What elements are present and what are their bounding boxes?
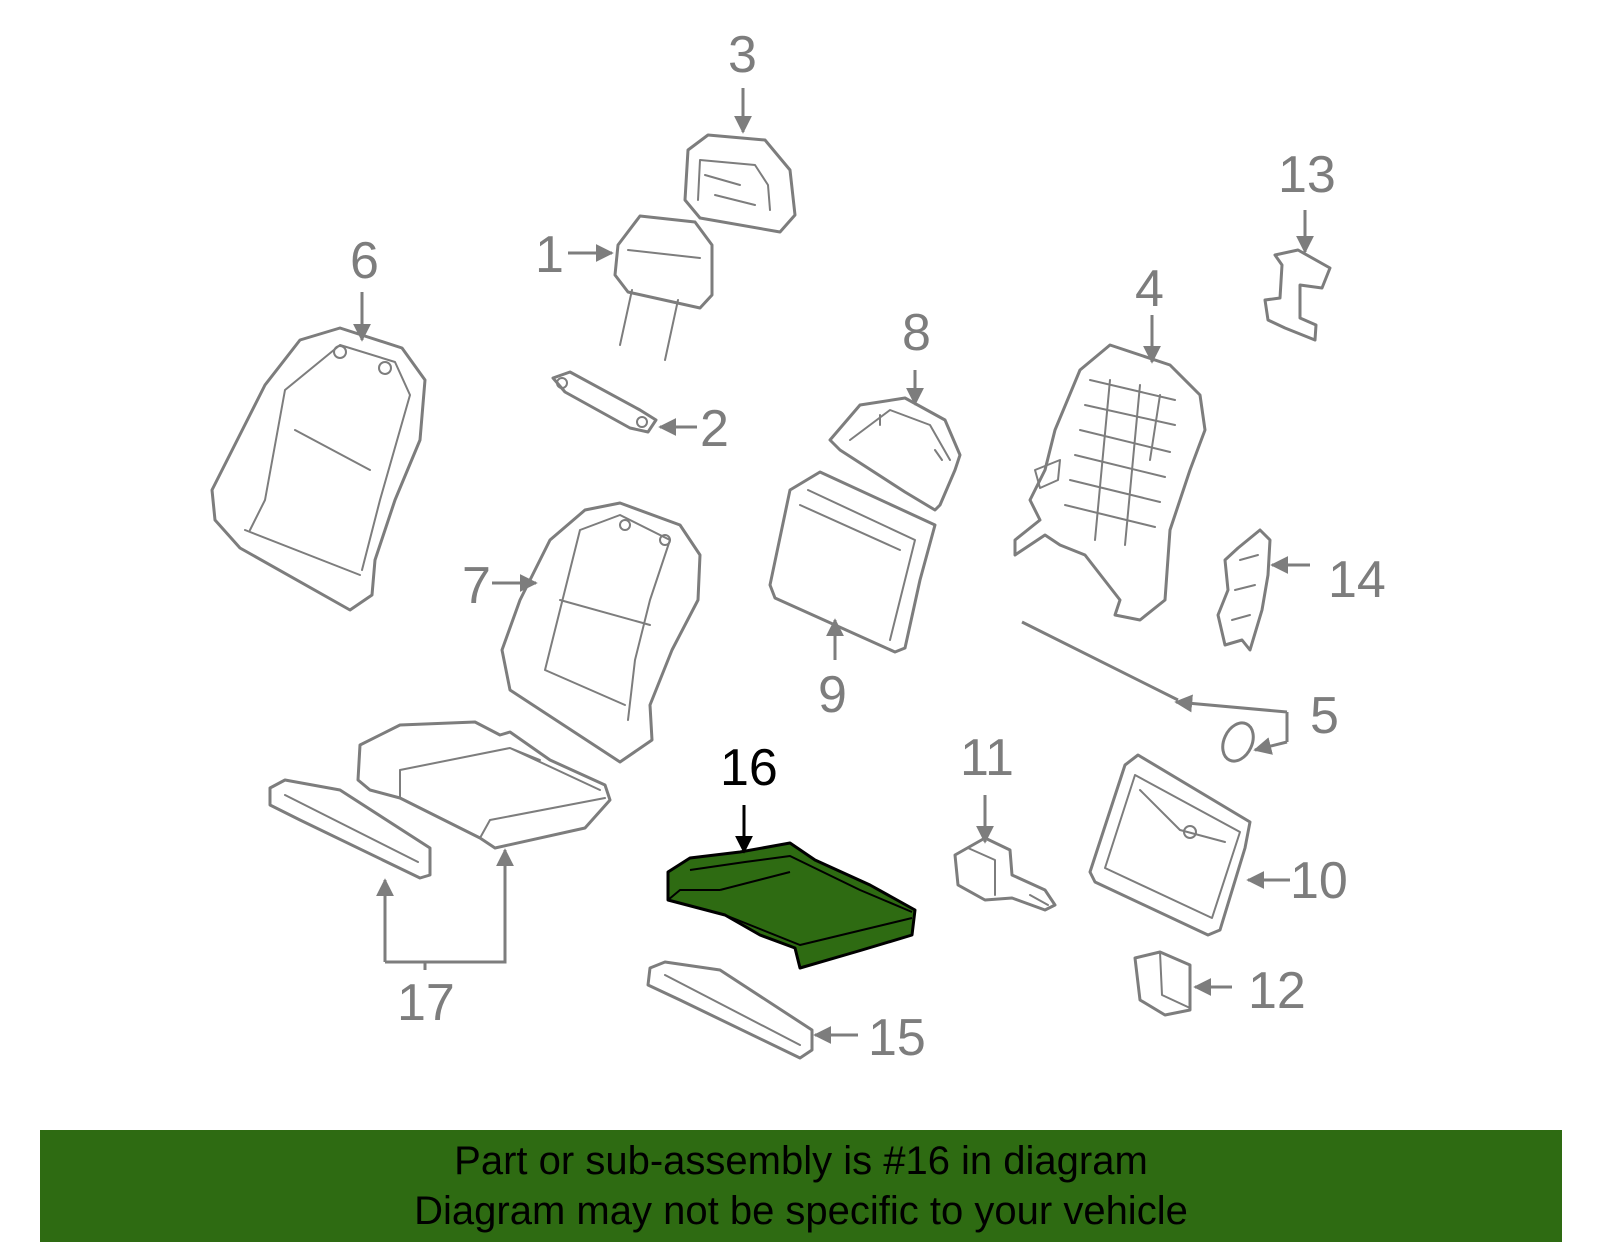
callout-label-7: 7 [462, 557, 491, 615]
callout-label-8: 8 [902, 304, 931, 362]
parts-diagram: 1 2 3 4 5 6 7 8 9 10 11 12 13 14 15 16 1… [210, 26, 1386, 1067]
part-3-headrest-cover[interactable] [683, 88, 797, 234]
part-8-back-panel-top[interactable] [828, 370, 962, 512]
callout-label-2: 2 [700, 400, 729, 458]
part-7-seatback-cushion[interactable] [492, 501, 702, 764]
part-17-seat-cushion-assembly[interactable] [268, 720, 612, 970]
part-4-seat-frame[interactable] [1013, 315, 1207, 622]
part-13-bracket[interactable] [1263, 210, 1332, 342]
callout-label-6: 6 [350, 232, 379, 290]
part-9-back-panel[interactable] [768, 470, 937, 660]
callout-label-12: 12 [1248, 962, 1306, 1020]
part-2-guide-bracket[interactable] [551, 370, 697, 436]
callout-label-4: 4 [1135, 260, 1164, 318]
part-10-storage-pocket[interactable] [1088, 753, 1290, 937]
callout-label-16: 16 [720, 739, 778, 797]
part-11-module[interactable] [953, 795, 1057, 912]
banner-line-disclaimer: Diagram may not be specific to your vehi… [414, 1189, 1188, 1233]
part-5-rod-and-clip[interactable] [1021, 620, 1289, 766]
banner-line-part-number: Part or sub-assembly is #16 in diagram [454, 1139, 1148, 1183]
callout-label-5: 5 [1310, 687, 1339, 745]
callout-label-17: 17 [397, 974, 455, 1032]
callout-label-13: 13 [1278, 146, 1336, 204]
callout-label-15: 15 [868, 1009, 926, 1067]
callout-label-9: 9 [818, 666, 847, 724]
part-15-side-trim[interactable] [646, 960, 858, 1060]
info-banner: Part or sub-assembly is #16 in diagram D… [40, 1130, 1562, 1242]
callout-label-3: 3 [728, 26, 757, 84]
part-16-seat-cushion-highlighted[interactable] [666, 805, 917, 970]
part-6-seatback-cover[interactable] [210, 292, 427, 612]
callout-label-14: 14 [1328, 551, 1386, 609]
callout-label-1: 1 [535, 226, 564, 284]
callout-label-10: 10 [1290, 852, 1348, 910]
part-14-side-bracket[interactable] [1216, 528, 1310, 652]
part-12-clip[interactable] [1133, 950, 1232, 1017]
part-1-headrest[interactable] [568, 214, 714, 361]
callout-label-11: 11 [960, 729, 1014, 787]
